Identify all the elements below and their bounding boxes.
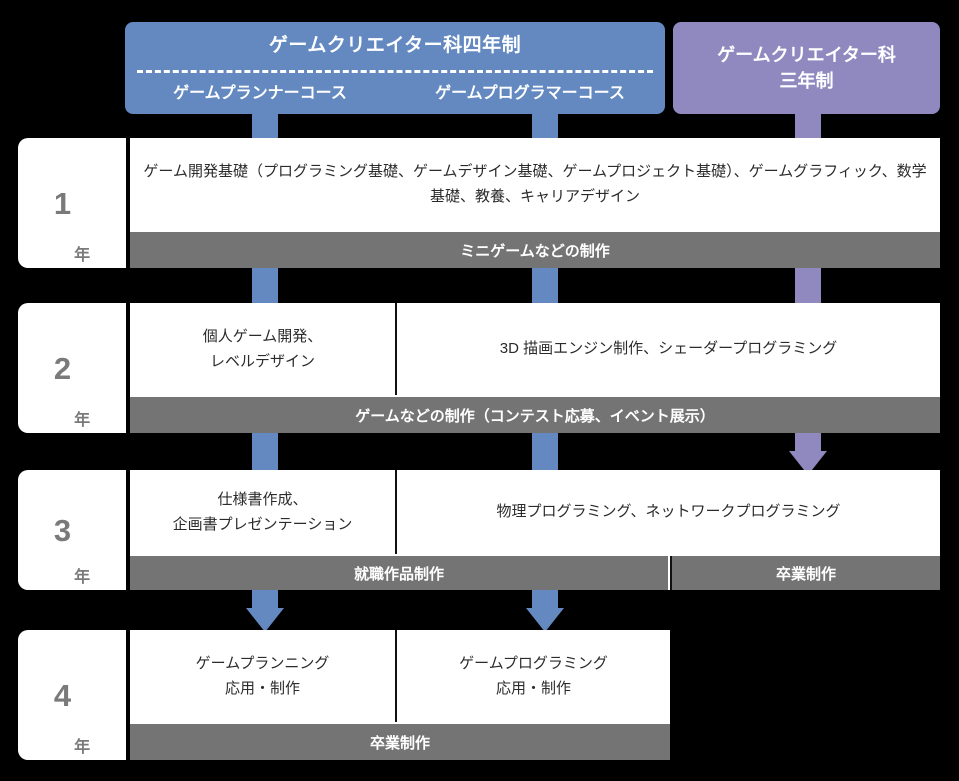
year1-course-cell: ゲーム開発基礎（プログラミング基礎、ゲームデザイン基礎、ゲームプロジェクト基礎）… <box>143 162 927 206</box>
year-number-2: 2 <box>53 350 72 386</box>
year-number-1: 1 <box>53 185 72 221</box>
year-label-3: 3 年 <box>18 470 126 590</box>
header-four-year-title: ゲームクリエイター科四年制 <box>268 35 522 56</box>
year2-programmer-cell: 3D 描画エンジン制作、シェーダープログラミング <box>395 303 940 395</box>
year-label-4: 4 年 <box>18 630 126 760</box>
year-suffix-1: 年 <box>74 247 91 264</box>
year-suffix-2: 年 <box>74 412 91 429</box>
connector-programmer-year2-to-year3 <box>532 425 558 475</box>
year1-project-bar: ミニゲームなどの制作 <box>130 232 940 268</box>
year-number-3: 3 <box>53 512 72 548</box>
year3-programmer-cell: 物理プログラミング、ネットワークプログラミング <box>395 470 940 554</box>
year2-project-bar: ゲームなどの制作（コンテスト応募、イベント展示） <box>130 397 940 433</box>
header-course-planner[interactable]: ゲームプランナーコース <box>173 85 347 102</box>
year-suffix-4: 年 <box>74 739 91 756</box>
year-row-1: ゲーム開発基礎（プログラミング基礎、ゲームデザイン基礎、ゲームプロジェクト基礎）… <box>130 138 940 268</box>
header-three-year-title-line2: 三年制 <box>779 71 834 91</box>
connector-programmer-year3-to-year4 <box>532 590 558 610</box>
year4-planner-cell: ゲームプランニング 応用・制作 <box>195 654 330 698</box>
connector-planner-year2-to-year3 <box>252 425 278 475</box>
year-label-2: 2 年 <box>18 303 126 433</box>
year3-employment-bar: 就職作品制作 <box>130 556 668 590</box>
connector-planner-year3-to-year4 <box>252 590 278 610</box>
header-four-year-department[interactable]: ゲームクリエイター科四年制 ゲームプランナーコース ゲームプログラマーコース <box>125 22 665 114</box>
year3-graduation-bar: 卒業制作 <box>670 556 940 590</box>
year-row-4: ゲームプランニング 応用・制作 ゲームプログラミング 応用・制作 卒業制作 <box>130 630 670 760</box>
year-number-4: 4 <box>53 677 72 713</box>
header-divider-dashed <box>137 70 653 73</box>
year-row-3: 仕様書作成、 企画書プレゼンテーション 物理プログラミング、ネットワークプログラ… <box>130 470 940 590</box>
year-row-2: 個人ゲーム開発、 レベルデザイン 3D 描画エンジン制作、シェーダープログラミン… <box>130 303 940 433</box>
year4-programmer-cell: ゲームプログラミング 応用・制作 <box>395 630 670 722</box>
arrowhead-programmer-to-year4 <box>526 608 564 632</box>
year2-planner-cell: 個人ゲーム開発、 レベルデザイン <box>202 327 323 371</box>
year-label-1: 1 年 <box>18 138 126 268</box>
year4-graduation-bar: 卒業制作 <box>130 724 670 760</box>
header-three-year-department[interactable]: ゲームクリエイター科 三年制 <box>673 22 940 114</box>
year-suffix-3: 年 <box>74 569 91 586</box>
year3-planner-cell: 仕様書作成、 企画書プレゼンテーション <box>172 490 353 534</box>
header-course-programmer[interactable]: ゲームプログラマーコース <box>435 85 625 102</box>
arrowhead-planner-to-year4 <box>246 608 284 632</box>
header-three-year-title-line1: ゲームクリエイター科 <box>717 44 896 65</box>
